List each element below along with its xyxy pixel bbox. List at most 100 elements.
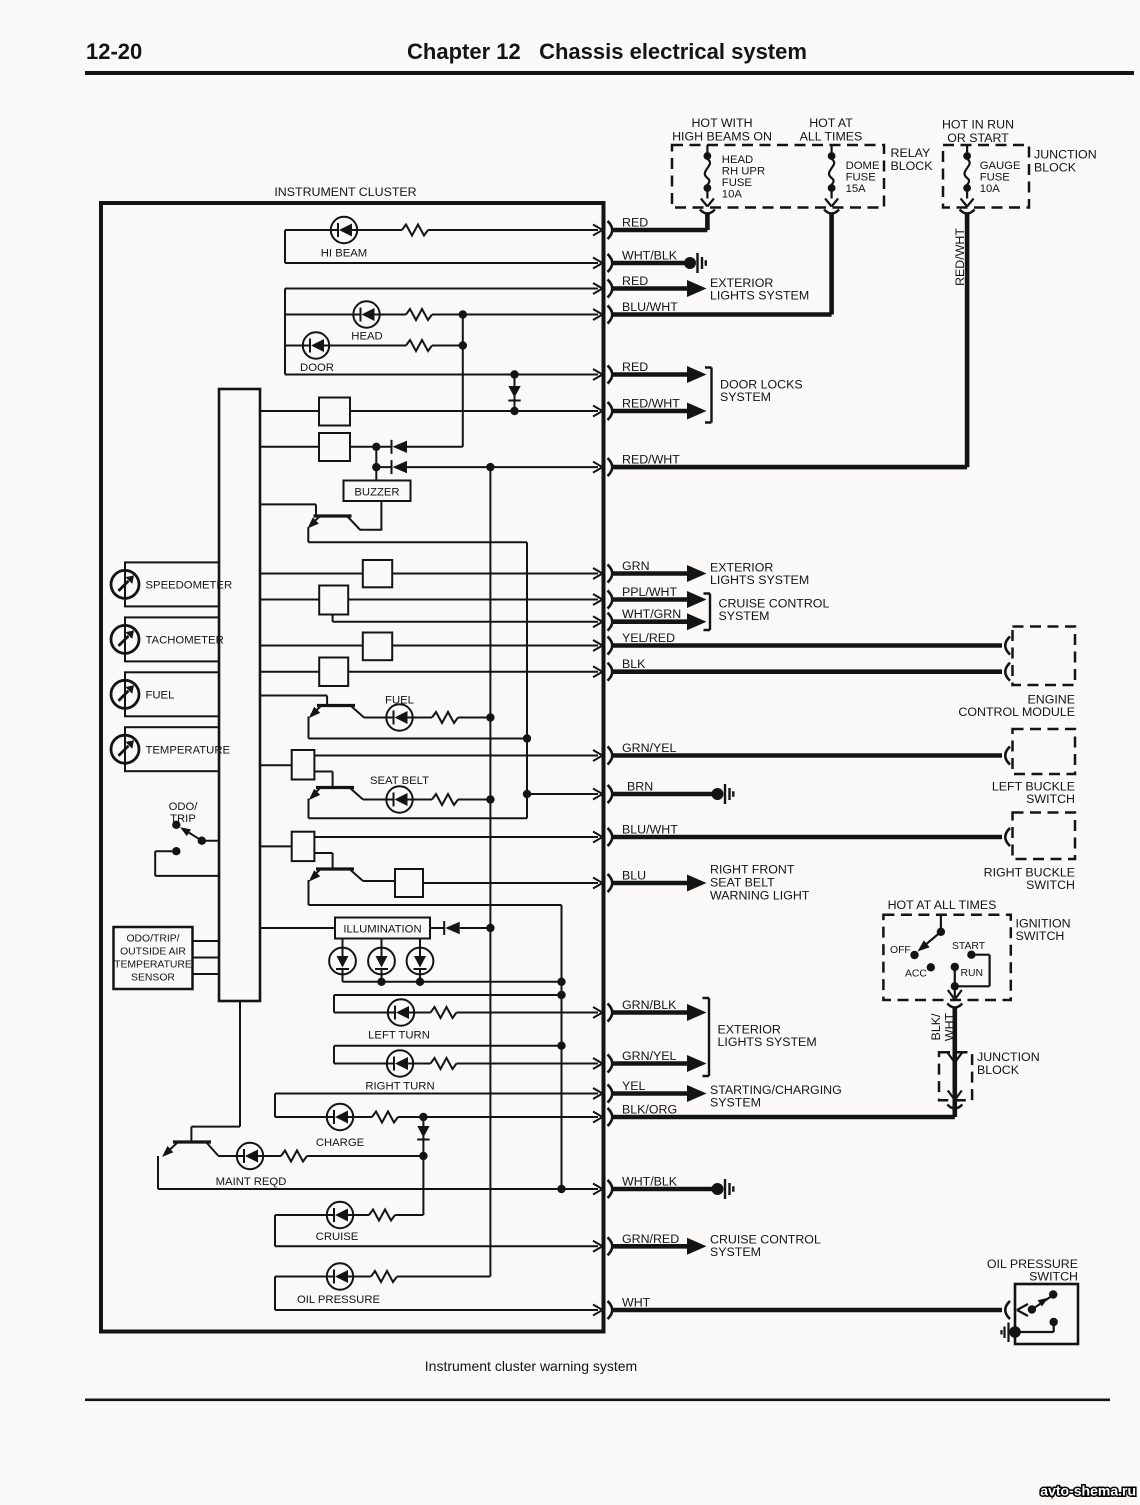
- svg-text:GRN/RED: GRN/RED: [622, 1232, 679, 1246]
- svg-text:FUSE: FUSE: [722, 177, 753, 189]
- svg-text:RH UPR: RH UPR: [722, 166, 765, 178]
- svg-text:CHARGE: CHARGE: [316, 1137, 365, 1149]
- svg-text:BUZZER: BUZZER: [354, 487, 399, 499]
- svg-text:BLOCK: BLOCK: [1034, 161, 1077, 175]
- svg-text:HOT AT ALL TIMES: HOT AT ALL TIMES: [888, 898, 997, 912]
- svg-text:RUN: RUN: [961, 968, 984, 979]
- svg-text:HIGH BEAMS ON: HIGH BEAMS ON: [672, 130, 772, 144]
- svg-text:CONTROL MODULE: CONTROL MODULE: [958, 705, 1075, 719]
- svg-text:OIL PRESSURE: OIL PRESSURE: [297, 1294, 381, 1306]
- svg-text:ILLUMINATION: ILLUMINATION: [343, 924, 421, 936]
- svg-text:DOME: DOME: [846, 160, 880, 172]
- svg-text:EXTERIOR: EXTERIOR: [718, 1023, 781, 1037]
- svg-text:BLOCK: BLOCK: [977, 1063, 1020, 1077]
- svg-text:CRUISE CONTROL: CRUISE CONTROL: [710, 1233, 821, 1247]
- svg-text:LIGHTS SYSTEM: LIGHTS SYSTEM: [718, 1035, 817, 1049]
- svg-text:avto-shema.ru: avto-shema.ru: [1040, 1483, 1136, 1499]
- svg-text:GAUGE: GAUGE: [980, 160, 1021, 172]
- svg-text:CRUISE: CRUISE: [316, 1231, 359, 1243]
- svg-text:BLK/WHT: BLK/WHT: [929, 1012, 957, 1041]
- svg-text:TEMPERATURE: TEMPERATURE: [114, 960, 192, 971]
- svg-text:HI BEAM: HI BEAM: [321, 248, 367, 260]
- svg-text:HEAD: HEAD: [722, 154, 753, 166]
- svg-text:GRN/YEL: GRN/YEL: [622, 741, 677, 755]
- svg-text:OFF: OFF: [890, 945, 911, 956]
- svg-text:BLU/WHT: BLU/WHT: [622, 823, 678, 837]
- svg-text:15A: 15A: [846, 183, 867, 195]
- svg-text:SEAT BELT: SEAT BELT: [370, 775, 429, 787]
- svg-text:BLK/ORG: BLK/ORG: [622, 1103, 677, 1117]
- svg-text:OR START: OR START: [947, 131, 1009, 145]
- svg-text:GRN/YEL: GRN/YEL: [622, 1049, 677, 1063]
- svg-text:GRN/BLK: GRN/BLK: [622, 998, 677, 1012]
- svg-text:Instrument cluster warning sys: Instrument cluster warning system: [425, 1358, 637, 1374]
- svg-text:TACHOMETER: TACHOMETER: [146, 635, 224, 647]
- svg-text:LIGHTS SYSTEM: LIGHTS SYSTEM: [710, 573, 809, 587]
- svg-text:PPL/WHT: PPL/WHT: [622, 585, 678, 599]
- svg-text:DOOR LOCKS: DOOR LOCKS: [720, 378, 803, 392]
- svg-text:ALL TIMES: ALL TIMES: [800, 130, 863, 144]
- svg-text:FUEL: FUEL: [385, 695, 414, 707]
- svg-text:RED: RED: [622, 274, 648, 288]
- svg-text:DOOR: DOOR: [300, 362, 334, 374]
- svg-text:SPEEDOMETER: SPEEDOMETER: [146, 580, 233, 592]
- svg-text:SYSTEM: SYSTEM: [719, 609, 770, 623]
- svg-text:EXTERIOR: EXTERIOR: [710, 276, 773, 290]
- svg-text:SYSTEM: SYSTEM: [720, 390, 771, 404]
- svg-text:RIGHT FRONT: RIGHT FRONT: [710, 863, 795, 877]
- svg-text:JUNCTION: JUNCTION: [1034, 148, 1097, 162]
- svg-text:SYSTEM: SYSTEM: [710, 1096, 761, 1110]
- svg-text:RED: RED: [622, 216, 648, 230]
- svg-text:START: START: [952, 941, 986, 952]
- svg-text:YEL: YEL: [622, 1079, 646, 1093]
- svg-text:10A: 10A: [980, 183, 1001, 195]
- svg-text:ENGINE: ENGINE: [1027, 693, 1075, 707]
- svg-text:BLU/WHT: BLU/WHT: [622, 300, 678, 314]
- svg-text:WHT: WHT: [622, 1296, 651, 1310]
- svg-text:FUSE: FUSE: [846, 172, 877, 184]
- svg-text:IGNITION: IGNITION: [1016, 917, 1071, 931]
- svg-text:INSTRUMENT CLUSTER: INSTRUMENT CLUSTER: [274, 185, 416, 199]
- svg-text:SWITCH: SWITCH: [1026, 878, 1075, 892]
- svg-text:SENSOR: SENSOR: [131, 973, 175, 984]
- svg-text:SEAT BELT: SEAT BELT: [710, 876, 775, 890]
- svg-text:SWITCH: SWITCH: [1029, 1270, 1078, 1284]
- svg-text:LEFT TURN: LEFT TURN: [368, 1030, 430, 1042]
- svg-text:OIL PRESSURE: OIL PRESSURE: [987, 1257, 1078, 1271]
- svg-text:SWITCH: SWITCH: [1026, 792, 1075, 806]
- svg-text:Chapter 12 Chassis electrica: Chapter 12 Chassis electrical system: [407, 39, 807, 64]
- svg-text:HEAD: HEAD: [351, 331, 382, 343]
- svg-text:LEFT BUCKLE: LEFT BUCKLE: [992, 780, 1075, 794]
- svg-text:YEL/RED: YEL/RED: [622, 631, 675, 645]
- svg-text:LIGHTS SYSTEM: LIGHTS SYSTEM: [710, 289, 809, 303]
- svg-text:HOT WITH: HOT WITH: [691, 116, 752, 130]
- svg-text:JUNCTION: JUNCTION: [977, 1050, 1040, 1064]
- svg-text:RIGHT TURN: RIGHT TURN: [365, 1081, 434, 1093]
- svg-text:RIGHT BUCKLE: RIGHT BUCKLE: [984, 866, 1075, 880]
- svg-text:FUEL: FUEL: [146, 690, 175, 702]
- svg-text:BLOCK: BLOCK: [891, 159, 934, 173]
- svg-text:SWITCH: SWITCH: [1016, 929, 1065, 943]
- svg-text:HOT IN RUN: HOT IN RUN: [942, 118, 1014, 132]
- svg-text:HOT AT: HOT AT: [809, 116, 853, 130]
- svg-text:ODO/: ODO/: [169, 801, 199, 813]
- svg-text:BRN: BRN: [627, 780, 653, 794]
- svg-text:10A: 10A: [722, 189, 743, 201]
- svg-text:ODO/TRIP/: ODO/TRIP/: [126, 934, 179, 945]
- svg-text:MAINT REQD: MAINT REQD: [216, 1176, 287, 1188]
- svg-text:RELAY: RELAY: [891, 146, 931, 160]
- svg-text:WHT/BLK: WHT/BLK: [622, 1175, 678, 1189]
- svg-text:RED: RED: [622, 360, 648, 374]
- svg-text:OUTSIDE AIR: OUTSIDE AIR: [120, 947, 186, 958]
- svg-text:TEMPERATURE: TEMPERATURE: [146, 745, 231, 757]
- svg-text:STARTING/CHARGING: STARTING/CHARGING: [710, 1083, 842, 1097]
- svg-text:WHT/BLK: WHT/BLK: [622, 249, 678, 263]
- svg-text:BLK: BLK: [622, 657, 646, 671]
- svg-text:RED/WHT: RED/WHT: [622, 453, 680, 467]
- svg-text:RED/WHT: RED/WHT: [953, 228, 967, 286]
- svg-text:RED/WHT: RED/WHT: [622, 397, 680, 411]
- svg-text:FUSE: FUSE: [980, 172, 1011, 184]
- svg-text:WARNING LIGHT: WARNING LIGHT: [710, 889, 810, 903]
- svg-text:12-20: 12-20: [86, 39, 142, 64]
- svg-text:WHT/GRN: WHT/GRN: [622, 607, 681, 621]
